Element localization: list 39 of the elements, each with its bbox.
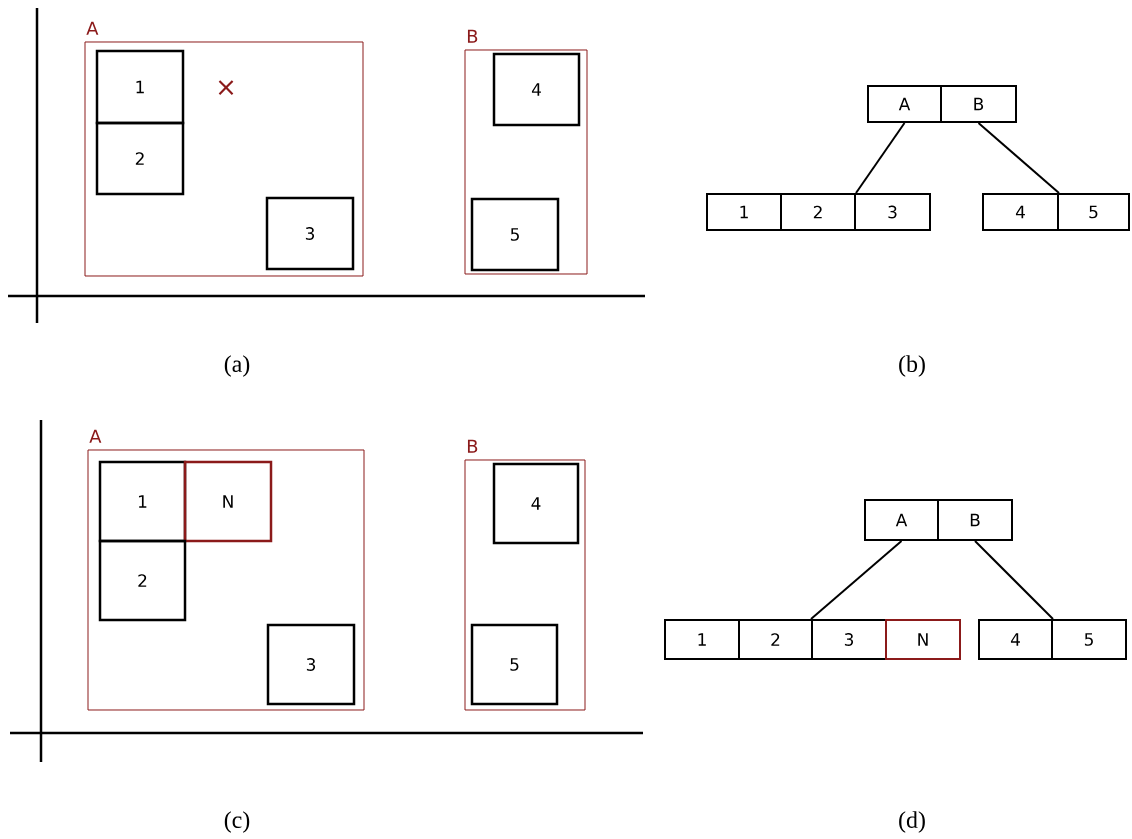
- region-label: B: [467, 29, 478, 43]
- rectangle-box: N: [183, 460, 273, 543]
- rectangle-box: 4: [492, 462, 580, 545]
- rectangle-box: 5: [470, 197, 560, 272]
- rectangle-box: 1: [98, 460, 187, 543]
- tree-cell: N: [885, 619, 961, 660]
- rectangle-box: 1: [95, 49, 185, 125]
- rectangle-box: 2: [98, 539, 187, 622]
- panel-caption: (a): [224, 355, 250, 377]
- tree-cell: 5: [1051, 619, 1127, 660]
- tree-cell: 2: [738, 619, 813, 660]
- rectangle-box: 4: [492, 52, 581, 127]
- rectangle-box: 5: [470, 623, 559, 706]
- rectangle-box: 3: [265, 196, 355, 271]
- panel-caption: (c): [224, 811, 250, 833]
- panel-caption: (b): [899, 355, 925, 377]
- region-label: A: [89, 429, 102, 443]
- tree-cell: 3: [811, 619, 887, 660]
- tree-cell: 3: [854, 193, 931, 231]
- tree-cell: 1: [706, 193, 782, 231]
- rectangle-box: 3: [266, 623, 356, 706]
- tree-cell: 5: [1057, 193, 1130, 231]
- tree-cell: B: [937, 499, 1013, 541]
- tree-link: [974, 540, 1054, 620]
- panel-caption: (d): [899, 811, 925, 833]
- tree-link: [855, 122, 906, 194]
- tree-cell: 4: [978, 619, 1053, 660]
- tree-cell: B: [940, 85, 1017, 123]
- tree-link: [810, 540, 903, 620]
- tree-cell: A: [864, 499, 939, 541]
- tree-cell: 2: [780, 193, 856, 231]
- region-label: A: [86, 21, 99, 35]
- cross-mark: ×: [218, 80, 234, 95]
- tree-link: [977, 122, 1060, 194]
- tree-cell: A: [867, 85, 942, 123]
- tree-cell: 1: [664, 619, 740, 660]
- rectangle-box: 2: [95, 121, 185, 196]
- tree-cell: 4: [982, 193, 1059, 231]
- region-label: B: [467, 439, 478, 453]
